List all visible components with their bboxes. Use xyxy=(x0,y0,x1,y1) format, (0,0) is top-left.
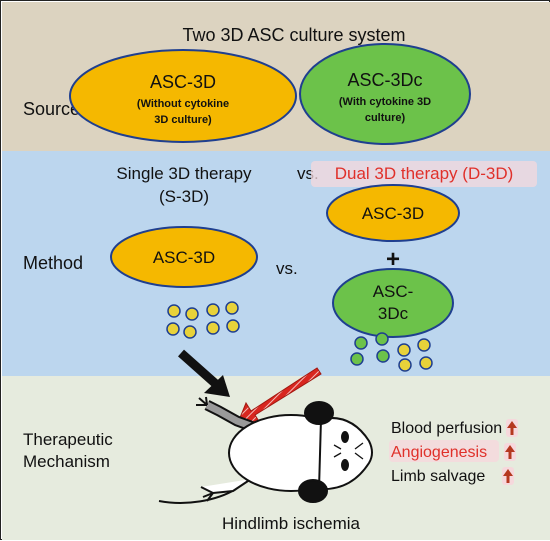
mouse-ear-top xyxy=(304,401,334,425)
angiogenesis-highlight xyxy=(389,440,499,462)
mouse-illustration xyxy=(158,396,373,504)
asc3d-source-desc-2: 3D culture) xyxy=(154,114,212,126)
diagram-title: Two 3D ASC culture system xyxy=(182,25,405,45)
asc3d-source-desc-1: (Without cytokine xyxy=(137,98,229,110)
up-arrow-icon xyxy=(506,419,518,437)
outcome-limb-salvage: Limb salvage xyxy=(391,468,485,485)
method-section xyxy=(2,151,550,376)
spheroid-dot xyxy=(206,321,220,335)
spheroid-dot xyxy=(183,325,197,339)
dual-therapy-highlight xyxy=(311,161,537,187)
dual-therapy-label: Dual 3D therapy (D-3D) xyxy=(335,164,514,183)
spheroid-dot xyxy=(185,307,199,321)
mouse-whisker xyxy=(354,442,364,450)
spheroid-dot-green xyxy=(350,352,364,366)
mouse-whisker xyxy=(354,452,364,460)
s3d-cell: ASC-3D xyxy=(110,226,258,288)
mouse-tail xyxy=(158,488,237,504)
asc3dc-source-name: ASC-3Dc xyxy=(347,70,422,90)
mouse-eye-bottom xyxy=(341,459,349,471)
spheroid-dot-green xyxy=(354,336,368,350)
spheroid-dot-yellow xyxy=(419,356,433,370)
mouse-ear-bottom xyxy=(298,479,328,503)
up-arrow-icon xyxy=(504,443,516,461)
spheroid-dot-green xyxy=(375,332,389,346)
asc3d-source-cell: ASC-3D (Without cytokine 3D culture) xyxy=(69,49,297,143)
spheroid-dot xyxy=(226,319,240,333)
spheroid-dot-green xyxy=(376,349,390,363)
d3d-asc3dc-cell: ASC- 3Dc xyxy=(332,268,454,338)
up-arrow-icon xyxy=(502,467,514,485)
spheroid-dot-yellow xyxy=(398,358,412,372)
spheroid-dot xyxy=(225,301,239,315)
mouse-foot-lower xyxy=(200,478,252,502)
vs-mid: vs. xyxy=(276,259,298,278)
spheroid-dot xyxy=(206,303,220,317)
spheroid-dot-yellow xyxy=(397,343,411,357)
plus-sign: + xyxy=(386,246,400,273)
outcome-blood-perfusion: Blood perfusion xyxy=(391,420,502,437)
spheroid-dot xyxy=(167,304,181,318)
outcome-angiogenesis: Angiogenesis xyxy=(391,444,487,461)
single-therapy-line1: Single 3D therapy xyxy=(116,164,252,183)
d3d-asc3d-label: ASC-3D xyxy=(362,204,424,223)
mouse-whisker xyxy=(333,452,342,458)
asc3dc-source-desc-2: culture) xyxy=(365,112,406,124)
s3d-spheroids xyxy=(166,301,240,339)
hindlimb-ischemia-label: Hindlimb ischemia xyxy=(222,514,360,533)
mouse-whisker xyxy=(333,444,342,450)
s3d-injection-arrow xyxy=(178,349,230,397)
mouse-eye-top xyxy=(341,431,349,443)
asc3d-source-name: ASC-3D xyxy=(150,72,216,92)
asc3dc-source-desc-1: (With cytokine 3D xyxy=(339,96,431,108)
d3d-asc3d-cell: ASC-3D xyxy=(326,184,460,242)
spheroid-dot xyxy=(166,322,180,336)
method-label: Method xyxy=(23,253,83,273)
outcome-list: Blood perfusion Angiogenesis Limb salvag… xyxy=(389,419,518,485)
mouse-head xyxy=(318,417,373,491)
d3d-spheroids xyxy=(350,332,433,372)
d3d-asc3dc-label-2: 3Dc xyxy=(378,304,409,323)
mechanism-label-2: Mechanism xyxy=(23,452,110,471)
source-label: Source xyxy=(23,99,80,119)
asc3dc-source-cell: ASC-3Dc (With cytokine 3D culture) xyxy=(299,43,471,145)
mechanism-label-1: Therapeutic xyxy=(23,430,113,449)
single-therapy-line2: (S-3D) xyxy=(159,187,209,206)
spheroid-dot-yellow xyxy=(417,338,431,352)
s3d-cell-label: ASC-3D xyxy=(153,248,215,267)
d3d-asc3dc-label-1: ASC- xyxy=(373,282,414,301)
